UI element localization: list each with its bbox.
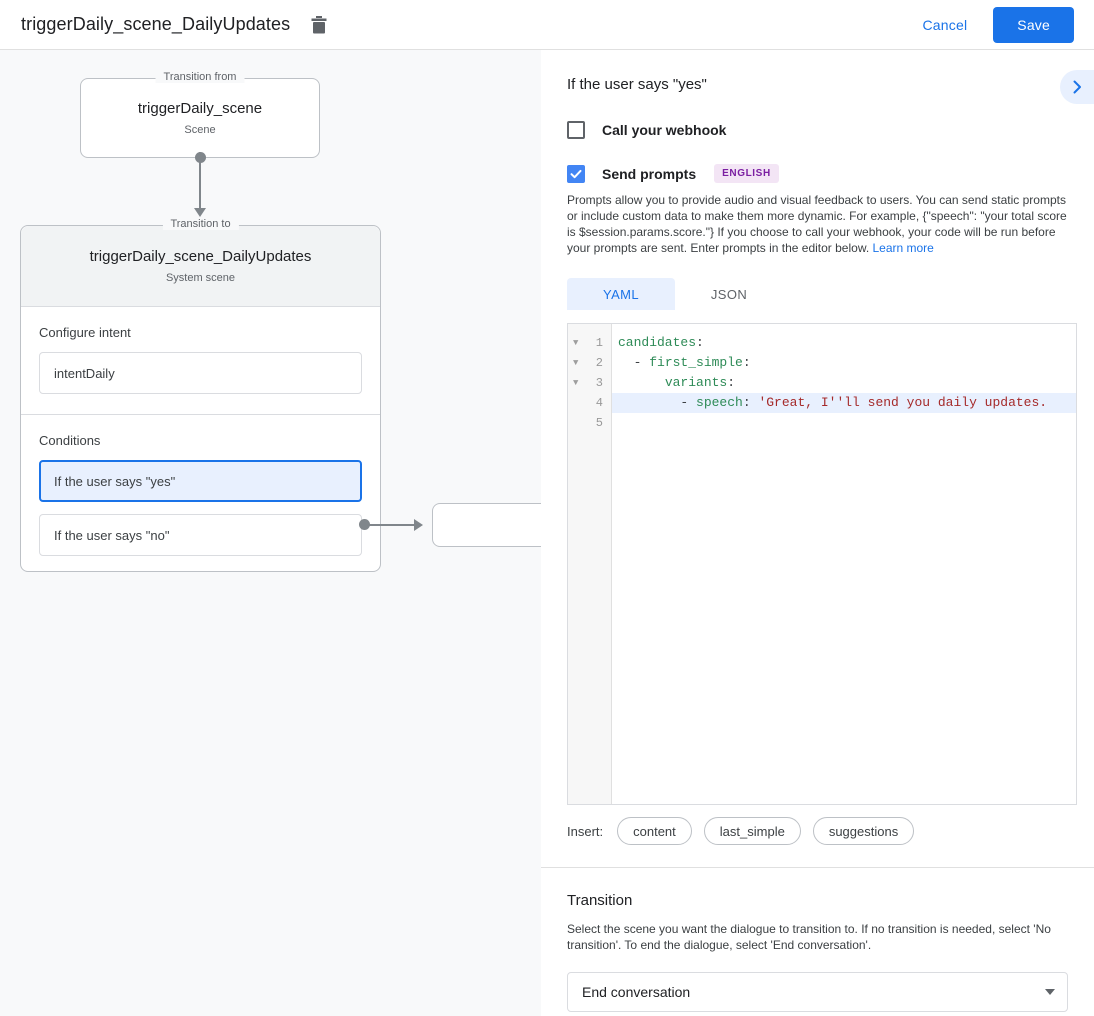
transition-to-legend: Transition to [162, 218, 239, 230]
intent-value[interactable]: intentDaily [39, 352, 362, 394]
fold-toggle-icon[interactable]: ▼ [573, 357, 579, 368]
editor-line-number: 5 [568, 413, 611, 433]
transition-to-title: triggerDaily_scene_DailyUpdates [89, 248, 312, 265]
configure-intent-section: Configure intent intentDaily [21, 307, 380, 414]
detail-panel-inner: If the user says "yes" Call your webhook [541, 50, 1094, 1012]
code-token: speech [696, 395, 743, 410]
fold-toggle-icon[interactable]: ▼ [573, 377, 579, 388]
tab-yaml[interactable]: YAML [567, 278, 675, 310]
collapse-panel-button[interactable] [1060, 70, 1094, 104]
code-token: : [696, 335, 704, 350]
insert-chip-content[interactable]: content [617, 817, 692, 845]
line-number-text: 1 [595, 336, 603, 350]
editor-line-number: ▼2 [568, 353, 611, 373]
editor-line-number: ▼1 [568, 333, 611, 353]
editor-code-line: - speech: 'Great, I''ll send you daily u… [612, 393, 1076, 413]
code-token: : [742, 395, 759, 410]
edge-arrow-down-icon [194, 208, 206, 217]
code-token: : [742, 355, 751, 370]
transition-from-title: triggerDaily_scene [137, 100, 263, 117]
transition-from-subtitle: Scene [184, 124, 216, 136]
save-button[interactable]: Save [993, 6, 1074, 43]
condition-item-yes[interactable]: If the user says "yes" [39, 460, 362, 502]
detail-panel-header: If the user says "yes" [541, 50, 1094, 93]
transition-section: Transition Select the scene you want the… [541, 868, 1094, 1012]
editor-code-area[interactable]: candidates: - first_simple: variants: - … [612, 324, 1076, 804]
code-token: first_simple [649, 355, 743, 370]
code-token: candidates [618, 335, 697, 350]
condition-edge-line [368, 524, 416, 526]
delete-button[interactable] [306, 12, 332, 38]
code-token: - [618, 355, 650, 370]
call-webhook-row[interactable]: Call your webhook [541, 121, 1094, 139]
top-bar: triggerDaily_scene_DailyUpdates Cancel S… [0, 0, 1094, 50]
editor-line-number: 4 [568, 393, 611, 413]
editor-code-line: - first_simple: [612, 353, 1076, 373]
send-prompts-description-text: Prompts allow you to provide audio and v… [567, 193, 1067, 255]
transition-to-subtitle: System scene [165, 272, 236, 284]
line-number-text: 2 [595, 356, 603, 370]
language-badge: ENGLISH [714, 164, 779, 183]
editor-code-line [612, 413, 1076, 433]
insert-row: Insert: content last_simple suggestions [567, 817, 1068, 845]
editor-line-number: ▼3 [568, 373, 611, 393]
insert-chip-last-simple[interactable]: last_simple [703, 817, 801, 845]
transition-to-node[interactable]: Transition to triggerDaily_scene_DailyUp… [20, 218, 381, 572]
transition-from-legend: Transition from [155, 71, 245, 83]
checkmark-icon [570, 169, 582, 178]
chevron-right-icon [1073, 80, 1081, 94]
insert-label: Insert: [567, 823, 604, 839]
fold-toggle-icon[interactable]: ▼ [573, 337, 579, 348]
send-prompts-label: Send prompts [602, 165, 697, 182]
line-number-text: 3 [595, 376, 603, 390]
code-token: variants [664, 375, 728, 390]
editor-code-line: candidates: [612, 333, 1076, 353]
transition-to-header: triggerDaily_scene_DailyUpdates System s… [21, 226, 380, 307]
page-title: triggerDaily_scene_DailyUpdates [21, 14, 291, 34]
condition-item-no[interactable]: If the user says "no" [39, 514, 362, 556]
trash-icon [311, 15, 327, 33]
learn-more-link[interactable]: Learn more [872, 241, 934, 255]
conditions-section: Conditions If the user says "yes" If the… [21, 414, 380, 576]
transition-select-value: End conversation [582, 984, 691, 1000]
tab-json[interactable]: JSON [710, 286, 748, 302]
call-webhook-label: Call your webhook [602, 122, 727, 138]
configure-intent-label: Configure intent [39, 325, 131, 340]
transition-from-node[interactable]: Transition from triggerDaily_scene Scene [80, 71, 320, 158]
condition-edge-arrow-icon [414, 519, 423, 531]
transition-select[interactable]: End conversation [567, 972, 1068, 1012]
detail-panel: If the user says "yes" Call your webhook [541, 50, 1094, 1016]
chevron-down-icon [1045, 989, 1055, 995]
cancel-button[interactable]: Cancel [911, 9, 980, 41]
format-tabs: YAML JSON [567, 278, 1068, 310]
editor-code-line: variants: [612, 373, 1076, 393]
scene-graph-canvas[interactable]: Transition from triggerDaily_scene Scene… [0, 50, 541, 1016]
line-number-text: 5 [595, 416, 603, 430]
transition-title: Transition [567, 892, 633, 909]
code-token: : [727, 375, 736, 390]
condition-edge-dot [359, 519, 370, 530]
top-bar-actions: Cancel Save [911, 6, 1094, 43]
send-prompts-description: Prompts allow you to provide audio and v… [567, 192, 1068, 256]
code-token [618, 375, 665, 390]
detail-panel-title: If the user says "yes" [567, 76, 707, 93]
send-prompts-row[interactable]: Send prompts ENGLISH [541, 164, 1094, 183]
edge-vertical-line [199, 152, 201, 212]
insert-chip-suggestions[interactable]: suggestions [812, 817, 915, 845]
downstream-node-stub[interactable] [432, 503, 541, 547]
code-token: - [618, 395, 697, 410]
call-webhook-checkbox[interactable] [567, 121, 585, 139]
section-divider [541, 867, 1094, 868]
line-number-text: 4 [595, 396, 603, 410]
send-prompts-checkbox[interactable] [567, 164, 585, 183]
transition-description: Select the scene you want the dialogue t… [567, 922, 1051, 952]
code-token: 'Great, I''ll send you daily updates. [758, 395, 1048, 410]
conditions-label: Conditions [39, 433, 101, 448]
